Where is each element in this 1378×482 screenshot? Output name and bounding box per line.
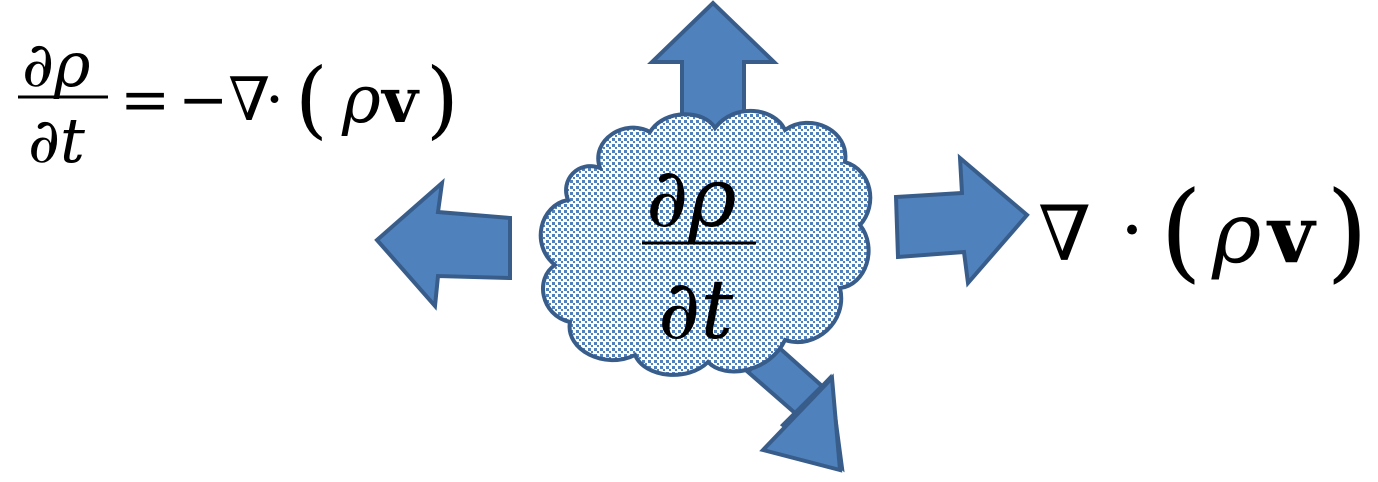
equation-rho: ρ <box>341 61 381 138</box>
cloud-denominator: ∂t <box>658 263 734 358</box>
divergence-dot: · <box>1120 185 1144 274</box>
equation-minus-nabla: −∇ <box>178 65 270 135</box>
right-arrow <box>893 153 1030 288</box>
equation-v: v <box>380 64 420 137</box>
cloud-numerator: ∂ρ <box>646 151 737 246</box>
divergence-nabla: ∇ <box>1038 189 1091 278</box>
equation-equals: = <box>120 65 170 135</box>
left-arrow <box>374 177 512 311</box>
continuity-equation: ∂ρ ∂t = −∇ · ( ρ v ) <box>18 28 459 177</box>
divergence-close-paren: ) <box>1326 169 1368 294</box>
divergence-open-paren: ( <box>1160 169 1202 294</box>
equation-dot: · <box>265 65 284 135</box>
equation-numerator: ∂ρ <box>22 28 91 101</box>
down-right-arrow-head <box>759 373 843 473</box>
equation-close-paren: ) <box>426 50 459 148</box>
divergence-label: ∇ · ( ρ v ) <box>1038 169 1368 294</box>
equation-open-paren: ( <box>295 50 328 148</box>
divergence-v: v <box>1266 187 1317 281</box>
cloud-fraction: ∂ρ ∂t <box>642 151 756 358</box>
equation-denominator: ∂t <box>28 104 85 177</box>
divergence-rho: ρ <box>1211 184 1261 282</box>
